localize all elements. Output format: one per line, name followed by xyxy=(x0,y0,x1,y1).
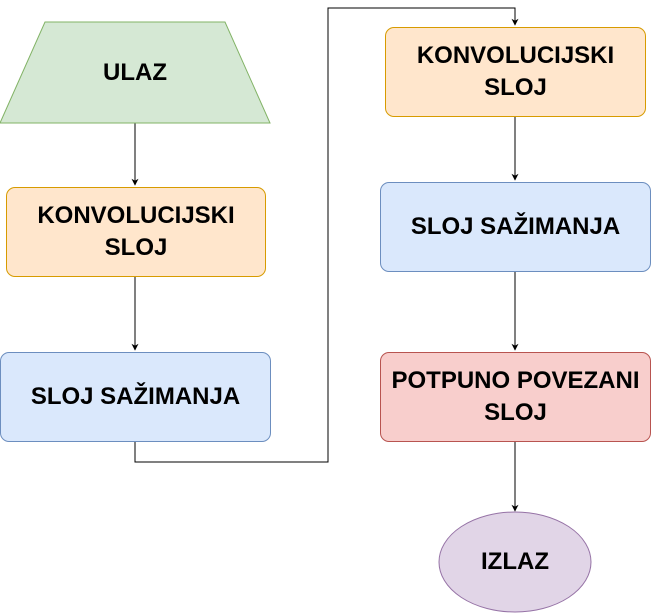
input-node: ULAZ xyxy=(0,22,270,123)
conv-layer-node-1-label: KONVOLUCIJSKI SLOJ xyxy=(37,202,235,261)
output-node: IZLAZ xyxy=(439,512,591,612)
fully-connected-layer-node: POTPUNO POVEZANI SLOJ xyxy=(380,352,651,442)
pooling-layer-node-2: SLOJ SAŽIMANJA xyxy=(380,182,651,272)
input-node-shape xyxy=(0,21,271,124)
pooling-layer-node-1: SLOJ SAŽIMANJA xyxy=(0,352,271,442)
input-node-label: ULAZ xyxy=(103,58,167,86)
fully-connected-layer-node-label: POTPUNO POVEZANI SLOJ xyxy=(391,367,640,426)
output-node-label: IZLAZ xyxy=(481,548,549,575)
conv-layer-node-2-label: KONVOLUCIJSKI SLOJ xyxy=(416,42,615,101)
conv-layer-node-1: KONVOLUCIJSKI SLOJ xyxy=(6,187,266,277)
output-node-shape xyxy=(438,511,592,613)
pooling-layer-node-1-label: SLOJ SAŽIMANJA xyxy=(30,383,241,410)
conv-layer-node-2: KONVOLUCIJSKI SLOJ xyxy=(385,27,646,117)
pooling-layer-node-2-label: SLOJ SAŽIMANJA xyxy=(410,213,621,240)
edge-pool1-to-conv2 xyxy=(134,7,519,463)
